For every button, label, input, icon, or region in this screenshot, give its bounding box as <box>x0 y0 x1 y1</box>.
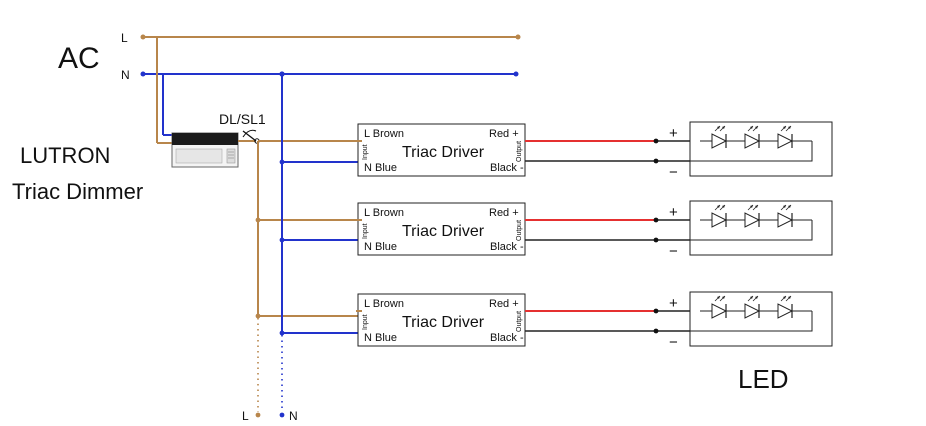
led-diode-icon <box>777 125 794 149</box>
driver-n-blue-label: N Blue <box>364 332 397 344</box>
driver-red-label: Red + <box>489 207 519 219</box>
driver-box <box>357 202 526 256</box>
l-junction-2 <box>255 217 261 223</box>
led-return-wire <box>690 141 813 162</box>
minus-junction <box>653 328 659 334</box>
driver-n-blue-label: N Blue <box>364 241 397 253</box>
triac-driver-3: L Brown N Blue Red + Black - Triac Driver Inp… <box>356 291 833 351</box>
n-terminal <box>140 71 146 77</box>
driver-box <box>357 123 526 177</box>
driver-black-label: Black - <box>490 332 524 344</box>
minus-sign: − <box>669 164 678 181</box>
driver-output-tag: Output <box>516 141 523 162</box>
led-label: LED <box>738 364 789 394</box>
driver-black-label: Black - <box>490 162 524 174</box>
led-diode-icon <box>711 125 728 149</box>
plus-sign: + <box>669 295 678 312</box>
minus-sign: − <box>669 243 678 260</box>
driver-title: Triac Driver <box>402 144 485 161</box>
driver-output-tag: Output <box>516 220 523 241</box>
n-label: N <box>121 68 130 82</box>
n-junction-top <box>279 71 285 77</box>
driver-input-tag: Input <box>362 223 369 239</box>
n-terminal-end <box>513 71 519 77</box>
driver-l-brown-label: L Brown <box>364 207 404 219</box>
led-module-box <box>689 200 833 256</box>
dimmer-icon <box>171 132 239 168</box>
dimmer-model-label: DL/SL1 <box>219 111 266 127</box>
minus-sign: − <box>669 334 678 351</box>
minus-junction <box>653 237 659 243</box>
n-bottom-terminal <box>279 412 285 418</box>
l-label: L <box>121 31 128 45</box>
driver-output-tag: Output <box>516 311 523 332</box>
led-diode-icon <box>711 204 728 228</box>
triac-driver-1: L Brown N Blue Red + Black - Triac Driver Inp… <box>356 121 833 181</box>
plus-junction <box>653 308 659 314</box>
led-module-box <box>689 291 833 347</box>
n-junction-1 <box>279 159 285 165</box>
driver-black-label: Black - <box>490 241 524 253</box>
bottom-n-label: N <box>289 409 298 423</box>
n-junction-2 <box>279 237 285 243</box>
l-terminal <box>140 34 146 40</box>
led-diode-icon <box>777 295 794 319</box>
led-return-wire <box>690 311 813 332</box>
plus-sign: + <box>669 125 678 142</box>
driver-title: Triac Driver <box>402 223 485 240</box>
driver-red-label: Red + <box>489 128 519 140</box>
plus-junction <box>653 217 659 223</box>
plus-junction <box>653 138 659 144</box>
triac-driver-2: L Brown N Blue Red + Black - Triac Driver Inp… <box>356 200 833 260</box>
led-diode-icon <box>744 125 761 149</box>
driver-n-blue-label: N Blue <box>364 162 397 174</box>
minus-junction <box>653 158 659 164</box>
ac-label: AC <box>58 42 100 75</box>
n-junction-3 <box>279 330 285 336</box>
lutron-label: LUTRON <box>20 143 110 168</box>
driver-box <box>357 293 526 347</box>
led-diode-icon <box>744 204 761 228</box>
driver-title: Triac Driver <box>402 314 485 331</box>
driver-red-label: Red + <box>489 298 519 310</box>
driver-l-brown-label: L Brown <box>364 128 404 140</box>
triac-dimmer-label: Triac Dimmer <box>12 179 143 204</box>
driver-input-tag: Input <box>362 144 369 160</box>
led-diode-icon <box>711 295 728 319</box>
l-terminal-end <box>515 34 521 40</box>
l-bottom-terminal <box>255 412 261 418</box>
driver-l-brown-label: L Brown <box>364 298 404 310</box>
led-diode-icon <box>777 204 794 228</box>
plus-sign: + <box>669 204 678 221</box>
led-module-box <box>689 121 833 177</box>
led-return-wire <box>690 220 813 241</box>
bottom-l-label: L <box>242 409 249 423</box>
led-diode-icon <box>744 295 761 319</box>
driver-input-tag: Input <box>362 314 369 330</box>
l-junction-3 <box>255 313 261 319</box>
